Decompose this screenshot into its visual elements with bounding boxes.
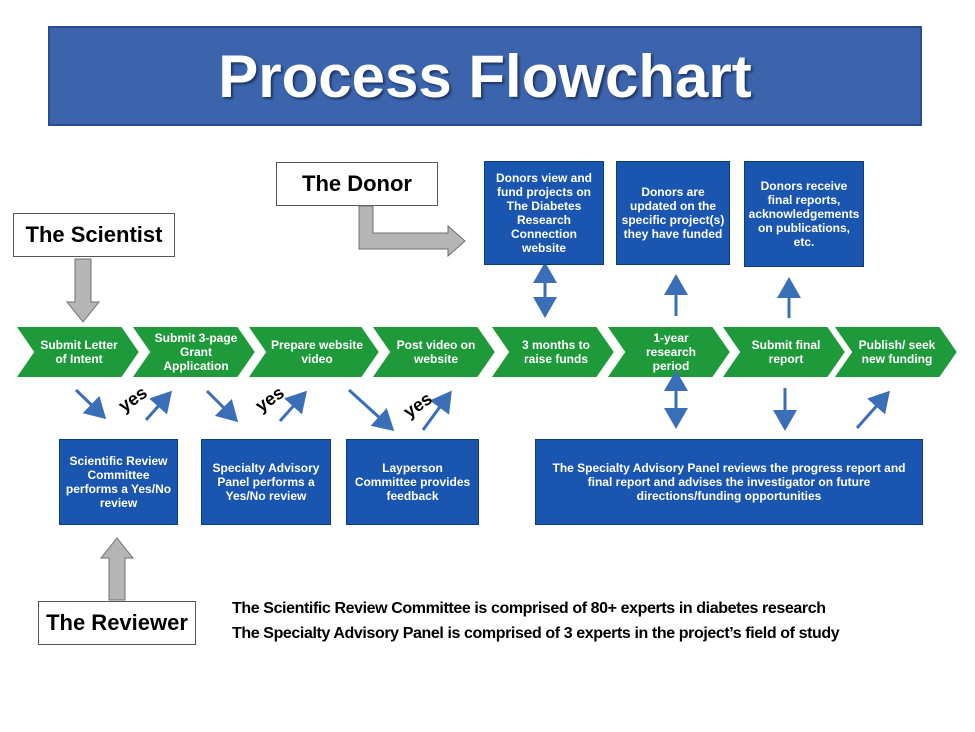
- step-label-6: 1-year research period: [645, 331, 697, 373]
- step-chevron-4: [369, 325, 498, 379]
- review-box-layperson: Layperson Committee provides feedback: [346, 439, 479, 525]
- title-banner: Process Flowchart: [48, 26, 922, 126]
- note-scientific-committee: The Scientific Review Committee is compr…: [232, 600, 826, 617]
- donor-box-final-reports: Donors receive final reports, acknowledg…: [744, 161, 864, 267]
- step-label-5: 3 months to raise funds: [522, 338, 590, 366]
- arrow-up-3: [421, 390, 452, 431]
- review-box-scientific: Scientific Review Committee performs a Y…: [59, 439, 178, 525]
- reviewer-up-arrow: [99, 537, 135, 601]
- note-specialty-panel: The Specialty Advisory Panel is comprise…: [232, 625, 840, 642]
- donor-label: The Donor: [276, 162, 438, 206]
- arrow-up-2: [278, 390, 307, 422]
- step-label-3: Prepare website video: [270, 338, 364, 366]
- arrow-up-publish: [855, 390, 890, 429]
- arrow-up-1: [144, 390, 172, 421]
- step-chevron-3: [245, 325, 382, 379]
- reviewer-label: The Reviewer: [38, 601, 196, 645]
- step-label-1: Submit Letter of Intent: [40, 338, 118, 366]
- scientist-label: The Scientist: [13, 213, 175, 257]
- arrow-down-2: [205, 389, 239, 423]
- step-label-8: Publish/ seek new funding: [858, 338, 936, 366]
- arrow-down-3: [347, 388, 395, 432]
- step-chevron-2: [129, 325, 258, 379]
- page-title: Process Flowchart: [218, 42, 752, 110]
- step-chevron-8: [831, 325, 960, 379]
- review-box-panel-advice: The Specialty Advisory Panel reviews the…: [535, 439, 923, 525]
- step-label-7: Submit final report: [751, 338, 821, 366]
- step-chevron-5: [488, 325, 617, 379]
- donor-box-view-fund: Donors view and fund projects on The Dia…: [484, 161, 604, 265]
- step-chevron-1: [13, 325, 142, 379]
- step-label-4: Post video on website: [396, 338, 476, 366]
- step-chevron-7: [719, 325, 848, 379]
- donor-bent-arrow: [358, 205, 466, 258]
- donor-box-updates: Donors are updated on the specific proje…: [616, 161, 730, 265]
- arrow-down-1: [74, 388, 107, 420]
- step-chevron-6: [604, 325, 733, 379]
- scientist-down-arrow: [65, 258, 101, 323]
- review-box-specialty: Specialty Advisory Panel performs a Yes/…: [201, 439, 331, 525]
- step-label-2: Submit 3-page Grant Application: [154, 331, 238, 373]
